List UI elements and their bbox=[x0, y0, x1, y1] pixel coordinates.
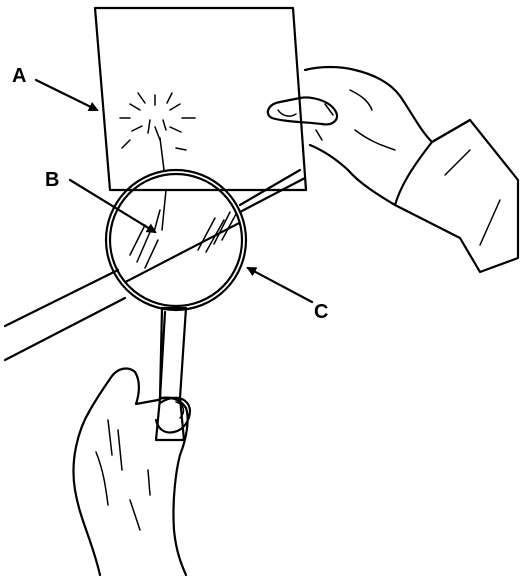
paper-sheet bbox=[95, 8, 306, 190]
arrow-c bbox=[248, 268, 312, 302]
left-hand bbox=[73, 369, 190, 575]
label-c: C bbox=[314, 301, 328, 323]
table-surface bbox=[5, 170, 305, 360]
label-a: A bbox=[12, 65, 26, 87]
focused-light-spot bbox=[120, 93, 195, 170]
arrow-a bbox=[36, 80, 97, 110]
label-b: B bbox=[45, 169, 59, 191]
